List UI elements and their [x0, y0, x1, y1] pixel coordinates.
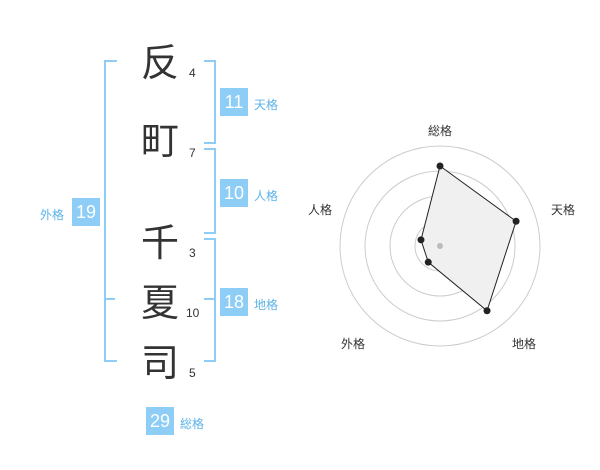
name-char-3: 千	[141, 221, 180, 265]
gaikaku-bracket-tick	[104, 298, 115, 300]
radar-axis-label-tenkaku: 天格	[550, 203, 575, 217]
radar-point	[424, 258, 432, 266]
name-char-1: 反	[141, 41, 180, 85]
jinkaku-label: 人格	[254, 189, 279, 203]
radar-axis-label-chikaku: 地格	[511, 337, 536, 351]
soukaku-label: 総格	[180, 417, 205, 431]
tenkaku-label: 天格	[254, 98, 279, 112]
radar-point	[436, 162, 444, 170]
gaikaku-bracket	[104, 60, 117, 362]
name-char-4: 夏	[141, 281, 180, 325]
soukaku-value: 29	[146, 407, 174, 435]
radar-grid-ring	[339, 145, 541, 347]
radar-center-dot	[437, 243, 443, 249]
radar-axis-label-jinkaku: 人格	[307, 203, 332, 217]
tenkaku-value: 11	[220, 88, 248, 116]
name-char-5: 司	[141, 341, 180, 385]
jinkaku-value: 10	[220, 179, 248, 207]
chikaku-label: 地格	[254, 298, 279, 312]
radar-score-polygon	[420, 165, 517, 312]
stroke-count-4: 10	[186, 306, 200, 320]
name-char-2: 町	[141, 119, 180, 163]
gaikaku-label: 外格	[40, 208, 65, 222]
stroke-count-2: 7	[189, 146, 196, 160]
tenkaku-bracket	[204, 60, 216, 144]
radar-point	[483, 307, 491, 315]
radar-axis-label-gaikaku: 外格	[340, 337, 365, 351]
chikaku-value: 18	[220, 288, 248, 316]
radar-point	[512, 217, 520, 225]
stroke-count-5: 5	[189, 366, 196, 380]
gaikaku-value: 19	[72, 198, 100, 226]
stroke-count-3: 3	[189, 246, 196, 260]
radar-axis-label-soukaku: 総格	[427, 124, 452, 138]
jinkaku-bracket	[204, 148, 216, 234]
chikaku-bracket-tick	[204, 298, 214, 300]
chikaku-bracket	[204, 238, 216, 362]
radar-point	[417, 236, 425, 244]
stroke-count-1: 4	[189, 66, 196, 80]
